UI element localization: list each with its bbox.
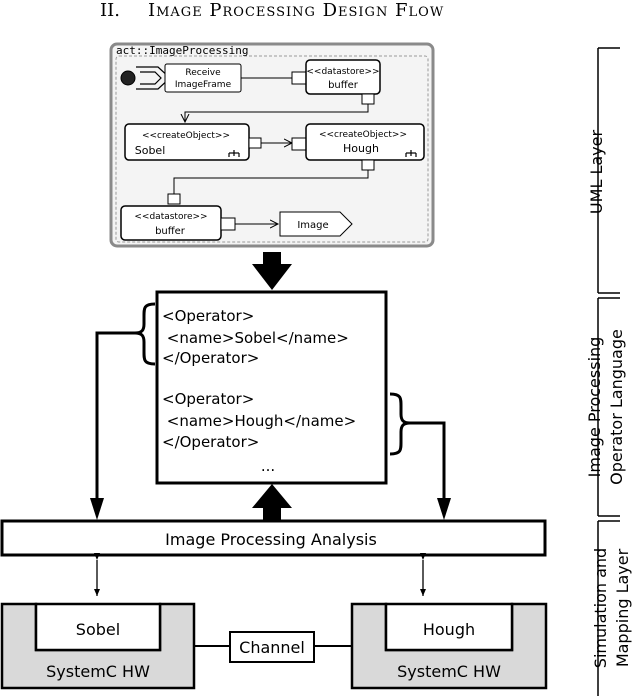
subactivity-icon	[228, 150, 240, 157]
section-number: II.	[100, 0, 120, 21]
operator-xml-box: <Operator> <name>Sobel</name> </Operator…	[155, 290, 388, 485]
uml-layer-label: UML Layer	[587, 130, 606, 215]
image-send-signal: Image	[279, 211, 353, 237]
sobel-hw-label: Sobel	[76, 620, 120, 639]
hough-action-label: Hough	[343, 142, 379, 155]
hough-brace-to-analysis-arrow	[410, 421, 446, 508]
ipol-layer-label: Image Processing Operator Language	[585, 329, 626, 485]
channel-label: Channel	[239, 638, 305, 657]
xml-line: </Operator>	[162, 433, 259, 451]
image-processing-analysis-bar: Image Processing Analysis	[0, 519, 547, 557]
svg-text:Image Processing: Image Processing	[585, 337, 604, 478]
svg-text:<<datastore>>: <<datastore>>	[306, 67, 379, 77]
xml-line: <name>Sobel</name>	[162, 329, 349, 347]
initial-node	[120, 70, 136, 86]
xml-line: <Operator>	[162, 307, 254, 325]
flow-hough-to-buffer	[173, 170, 369, 194]
block-arrow-up	[252, 484, 292, 520]
subactivity-icon	[405, 150, 417, 157]
create-object-hough: <<createObject>> Hough	[291, 123, 425, 171]
create-object-sobel: <<createObject>> Sobel	[124, 123, 262, 161]
sobel-action-label: Sobel	[135, 144, 166, 157]
svg-text:ImageFrame: ImageFrame	[175, 80, 232, 90]
block-arrow-down	[252, 252, 292, 290]
svg-text:<<createObject>>: <<createObject>>	[319, 130, 407, 140]
systemc-hw-left: Sobel SystemC HW	[0, 602, 196, 690]
receive-imageframe-action: Receive ImageFrame	[164, 63, 242, 93]
systemc-hw-right: Hough SystemC HW	[350, 602, 548, 690]
right-curly-brace	[389, 392, 411, 456]
channel-box: Channel	[229, 631, 315, 663]
svg-text:<<createObject>>: <<createObject>>	[142, 131, 230, 141]
flow-buffer-to-sobel	[185, 104, 369, 122]
svg-text:<<datastore>>: <<datastore>>	[134, 212, 207, 222]
svg-text:Operator Language: Operator Language	[607, 329, 626, 485]
analysis-label: Image Processing Analysis	[165, 530, 377, 549]
systemc-hw-left-label: SystemC HW	[46, 662, 150, 681]
left-curly-brace	[134, 302, 156, 366]
section-title: Image Processing Design Flow	[148, 0, 444, 21]
xml-line: <name>Hough</name>	[162, 412, 356, 430]
xml-line: </Operator>	[162, 349, 259, 367]
svg-text:buffer: buffer	[328, 80, 359, 91]
svg-text:Simulation and: Simulation and	[591, 548, 610, 668]
sim-layer-label: Simulation and Mapping Layer	[591, 548, 632, 668]
uml-frame-title: act::ImageProcessing	[116, 44, 248, 57]
datastore-buffer-bottom: <<datastore>> buffer	[120, 193, 236, 241]
svg-text:Image: Image	[297, 220, 328, 231]
svg-text:Mapping Layer: Mapping Layer	[613, 548, 632, 667]
sobel-brace-to-analysis-arrow	[95, 331, 135, 508]
svg-text:Receive: Receive	[185, 68, 221, 78]
layer-brackets	[597, 47, 620, 696]
systemc-hw-right-label: SystemC HW	[397, 662, 501, 681]
hough-hw-label: Hough	[423, 620, 475, 639]
svg-text:buffer: buffer	[155, 226, 186, 237]
xml-ellipsis: ...	[261, 457, 275, 475]
datastore-buffer-top: <<datastore>> buffer	[291, 59, 381, 105]
xml-line: <Operator>	[162, 390, 254, 408]
